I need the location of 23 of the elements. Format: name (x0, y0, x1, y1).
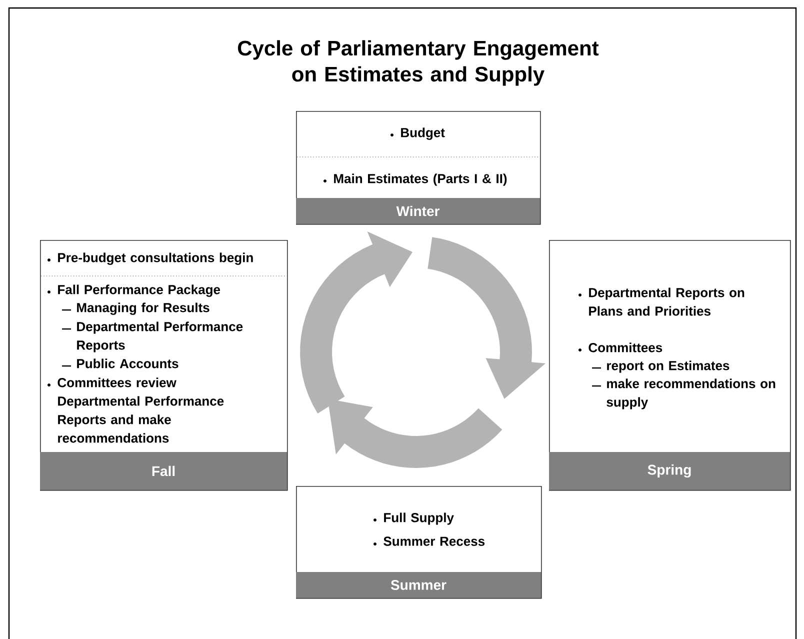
season-header: Spring (549, 452, 790, 490)
list-item: report on Estimates (592, 360, 730, 373)
list-item: Committees review Departmental Performance Reports and make recommendations (48, 378, 224, 443)
season-card (296, 486, 542, 599)
list-item: Main Estimates (Parts I & II) (324, 174, 507, 186)
list-item: Departmental Performance Reports (62, 322, 243, 352)
season-header: Summer (296, 572, 541, 598)
season-header: Fall (40, 452, 287, 490)
list-item: Budget (390, 128, 445, 140)
list-item: Departmental Reports on Plans and Priorities (578, 288, 744, 316)
list-item: Managing for Results (62, 302, 210, 315)
list-item: Fall Performance Package (48, 284, 220, 297)
list-item: Full Supply (374, 512, 454, 525)
list-item: Summer Recess (374, 536, 485, 546)
title: Cycle of Parliamentary Engagement on Estimates and Supply (238, 40, 599, 86)
season-card (296, 110, 541, 225)
list-item: Committees (578, 342, 662, 352)
list-item: Pre-budget consultations begin (48, 252, 253, 265)
list-item: Public Accounts (62, 358, 178, 368)
season-card (549, 240, 791, 491)
season-header: Winter (296, 198, 540, 224)
list-item: make recommendations on supply (592, 378, 776, 410)
season-card (40, 240, 288, 491)
